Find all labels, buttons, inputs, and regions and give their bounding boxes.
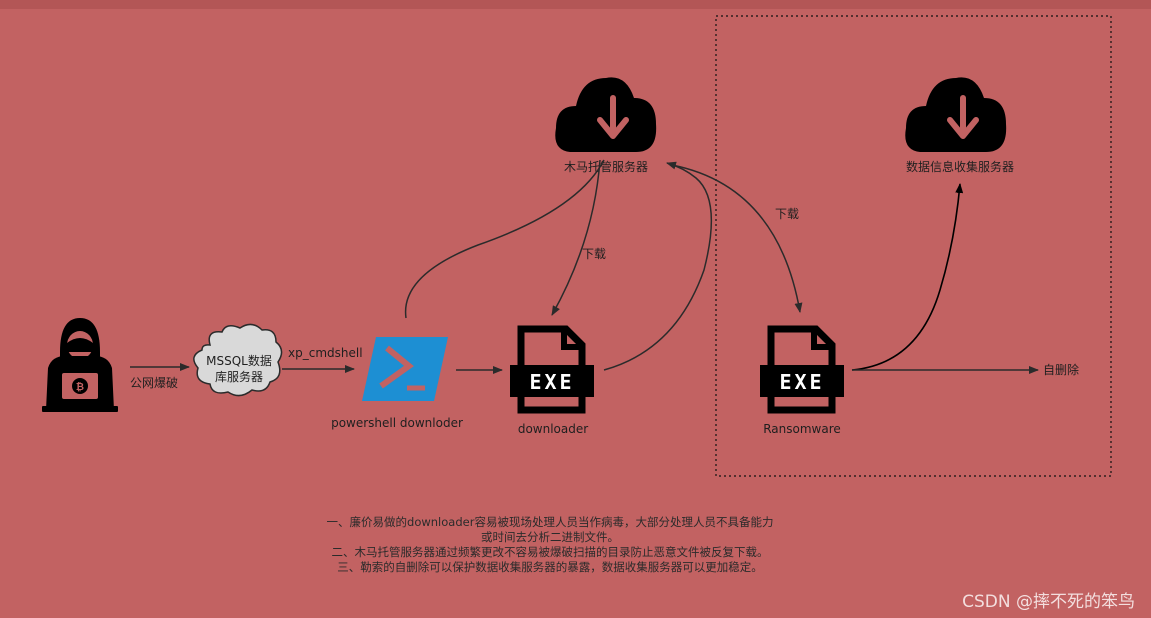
xp-cmdshell-label: xp_cmdshell bbox=[288, 346, 363, 360]
note-line-4: 三、勒索的自删除可以保护数据收集服务器的暴露，数据收集服务器可以更加稳定。 bbox=[337, 560, 763, 574]
attack-label: 公网爆破 bbox=[130, 375, 178, 390]
self-delete-label: 自删除 bbox=[1043, 362, 1079, 377]
hacker-icon: ₿ bbox=[42, 318, 118, 412]
download-label-2: 下载 bbox=[775, 207, 799, 221]
ransomware-exe-badge: EXE bbox=[779, 370, 824, 394]
arrow-ransomware-to-dataserver bbox=[851, 183, 964, 371]
mssql-server-cloud: MSSQL数据 库服务器 bbox=[193, 323, 283, 397]
top-bar bbox=[0, 0, 1151, 9]
notes-block: 一、廉价易做的downloader容易被现场处理人员当作病毒，大部分处理人员不具… bbox=[250, 515, 850, 575]
data-server-cloud-icon bbox=[905, 77, 1007, 152]
trojan-server-label: 木马托管服务器 bbox=[564, 159, 648, 174]
downloader-label: downloader bbox=[518, 422, 588, 436]
trojan-server-cloud-icon bbox=[555, 77, 657, 152]
svg-text:₿: ₿ bbox=[76, 381, 84, 393]
data-server-label: 数据信息收集服务器 bbox=[906, 159, 1014, 174]
downloader-exe-badge: EXE bbox=[529, 370, 574, 394]
downloader-exe-icon: EXE bbox=[510, 325, 594, 414]
ransomware-region bbox=[715, 15, 1112, 477]
download-label-1: 下载 bbox=[582, 247, 606, 261]
watermark: CSDN @摔不死的笨鸟 bbox=[962, 592, 1135, 612]
arrow-trojan-to-ransomware bbox=[671, 164, 803, 313]
note-line-2: 或时间去分析二进制文件。 bbox=[481, 530, 619, 544]
powershell-label: powershell downloder bbox=[331, 416, 463, 430]
note-line-1: 一、廉价易做的downloader容易被现场处理人员当作病毒，大部分处理人员不具… bbox=[326, 515, 774, 529]
mssql-label-line1: MSSQL数据 bbox=[206, 353, 272, 368]
ransomware-exe-icon: EXE bbox=[760, 325, 844, 414]
note-line-3: 二、木马托管服务器通过频繁更改不容易被爆破扫描的目录防止恶意文件被反复下载。 bbox=[331, 545, 769, 559]
powershell-icon bbox=[362, 337, 448, 401]
arrow-trojan-to-downloader bbox=[551, 159, 601, 316]
arrow-downloader-to-trojan bbox=[603, 161, 713, 371]
ransomware-label: Ransomware bbox=[763, 422, 841, 436]
arrow-powershell-to-trojan bbox=[404, 159, 605, 319]
mssql-label-line2: 库服务器 bbox=[215, 369, 263, 384]
